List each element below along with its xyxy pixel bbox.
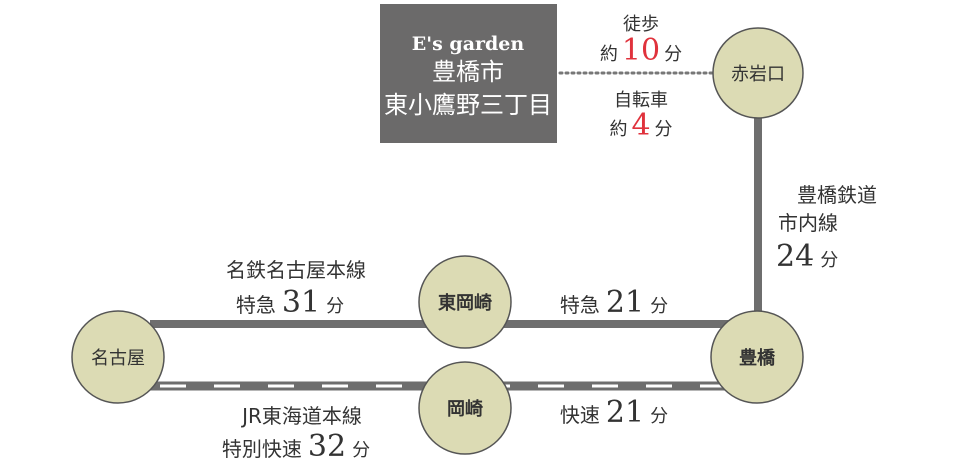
svg-text:名古屋: 名古屋 [91,348,145,369]
walk-mode: 徒歩 [623,14,659,35]
origin-box [380,4,557,143]
station-toyohashi: 豊橋 [710,310,804,404]
svg-text:赤岩口: 赤岩口 [731,64,785,85]
station-higashiokazaki: 東岡崎 [418,255,512,349]
svg-text:東岡崎: 東岡崎 [438,292,492,314]
svg-text:岡崎: 岡崎 [447,398,483,420]
jr-name: JR東海道本線 [240,404,362,428]
meitetsu-name: 名鉄名古屋本線 [226,258,366,282]
origin-brand: E's garden [412,33,525,55]
station-nagoya: 名古屋 [71,310,165,404]
station-okazaki: 岡崎 [418,361,512,455]
svg-text:豊橋: 豊橋 [739,347,776,369]
bike-mode: 自転車 [614,90,668,111]
origin-city: 豊橋市 [432,58,504,86]
station-akaiwaguchi: 赤岩口 [712,27,804,119]
toyotetsu-line1: 豊橋鉄道 [797,183,877,207]
origin-address: 東小鷹野三丁目 [384,91,552,119]
toyotetsu-line2: 市内線 [778,211,838,235]
